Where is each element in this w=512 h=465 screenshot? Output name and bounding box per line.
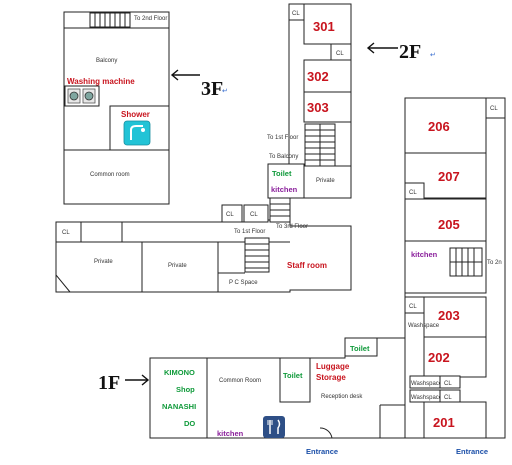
shower-label: Shower xyxy=(121,110,150,119)
washspace-202-label: Washspace xyxy=(411,381,443,387)
to-balcony-label: To Balcony xyxy=(269,154,298,160)
shower-icon xyxy=(123,120,151,146)
cl-label-wing: CL xyxy=(62,230,70,236)
third-floor-label: 3F xyxy=(201,78,223,100)
kitchen-1f-label: kitchen xyxy=(217,429,244,438)
first-floor-block: KIMONO Shop NANASHI DO Common Room Toile… xyxy=(98,337,488,456)
wing-stairs-up xyxy=(269,197,291,223)
washspace-201-label: Washspace xyxy=(411,395,443,401)
toilet-2f-label: Toilet xyxy=(272,169,292,178)
cl-label-302: CL xyxy=(336,51,344,57)
toilet-1f-label: Toilet xyxy=(283,371,303,380)
wing-outline xyxy=(55,219,352,293)
cl-label-206: CL xyxy=(490,106,498,112)
room-302 xyxy=(303,59,352,93)
luggage-line-2: Storage xyxy=(316,373,346,382)
room-206 xyxy=(404,97,487,154)
pc-space-label: P C Space xyxy=(229,280,258,286)
toilet-1f-room-2 xyxy=(344,337,378,357)
cl-label-201: CL xyxy=(444,395,452,401)
entrance-left-label: Entrance xyxy=(306,447,338,456)
room-301 xyxy=(303,3,352,45)
to-2n-label: To 2n xyxy=(487,260,502,266)
room-201 xyxy=(423,401,487,439)
washspace-203-label: Washspace xyxy=(408,323,440,329)
to-3rd-floor-label: To 3rd Floor xyxy=(276,224,308,230)
shop-line-4: DO xyxy=(184,419,195,428)
room-203-number: 203 xyxy=(438,308,460,323)
first-floor-outline xyxy=(149,337,406,439)
cl-label-top: CL xyxy=(292,11,300,17)
room-301-number: 301 xyxy=(313,19,335,34)
to-1st-floor-label: To 1st Floor xyxy=(267,135,298,141)
toilet-kitchen-2f xyxy=(267,163,305,199)
return-mark-icon-2f: ↵ xyxy=(430,52,436,59)
right-stairs xyxy=(449,247,483,277)
luggage-line-1: Luggage xyxy=(316,362,350,371)
washing-machine-icon xyxy=(67,88,96,104)
entrance-door-swing xyxy=(319,427,333,439)
entrance-right-label: Entrance xyxy=(456,447,488,456)
cl-label-202: CL xyxy=(444,381,452,387)
room-303 xyxy=(303,91,352,123)
closet-202 xyxy=(439,375,461,389)
reception-desk-label: Reception desk xyxy=(321,394,363,400)
closet-wing-2 xyxy=(221,204,243,223)
private-wing-label-2: Private xyxy=(168,263,187,269)
room-201-number: 201 xyxy=(433,415,455,430)
shop-line-2: Shop xyxy=(176,385,195,394)
shop-line-3: NANASHI xyxy=(162,402,196,411)
cl-label-wing-2: CL xyxy=(226,212,234,218)
staff-room-label: Staff room xyxy=(287,261,327,270)
cl-label-wing-3: CL xyxy=(250,212,258,218)
room-205-number: 205 xyxy=(438,217,460,232)
right-wing: CL 206 207 CL 205 kitchen To 2n CL 203 W… xyxy=(404,97,506,439)
toilet-1f-label-2: Toilet xyxy=(350,344,370,353)
common-room-3f-label: Common room xyxy=(90,172,130,178)
washing-machine-label: Washing machine xyxy=(67,77,135,86)
room-207-number: 207 xyxy=(438,169,460,184)
room-202 xyxy=(423,336,487,378)
tower-stairs xyxy=(304,123,336,167)
second-floor-wing: CL Private Private CL CL To 1st Floor To… xyxy=(55,197,352,293)
kitchen-utensils-icon xyxy=(263,416,285,438)
private-tower-label: Private xyxy=(316,178,335,184)
room-206-number: 206 xyxy=(428,119,450,134)
wing-stairs-down xyxy=(244,237,270,273)
to-2nd-floor-label: To 2nd Floor xyxy=(134,16,167,22)
second-floor-tower: CL 301 CL 302 303 To 1st Floor To Balcon… xyxy=(267,3,436,199)
private-tower-room xyxy=(303,165,352,199)
third-floor-stairs xyxy=(89,12,131,28)
cl-label-207: CL xyxy=(409,190,417,196)
third-floor-block: To 2nd Floor Balcony Washing machine Sho… xyxy=(63,11,228,205)
shop-line-1: KIMONO xyxy=(164,368,195,377)
kitchen-2f-label: kitchen xyxy=(271,185,298,194)
kitchen-right-label: kitchen xyxy=(411,250,438,259)
closet-wing-3 xyxy=(243,204,269,223)
room-303-number: 303 xyxy=(307,100,329,115)
return-mark-icon: ↵ xyxy=(222,88,228,95)
first-floor-label: 1F xyxy=(98,372,120,394)
cl-label-203: CL xyxy=(409,304,417,310)
second-floor-label: 2F xyxy=(399,41,421,63)
balcony-label: Balcony xyxy=(96,58,117,64)
room-302-number: 302 xyxy=(307,69,329,84)
private-wing-label-1: Private xyxy=(94,259,113,265)
toilet-1f-room xyxy=(279,357,311,403)
room-202-number: 202 xyxy=(428,350,450,365)
to-1st-floor-wing-label: To 1st Floor xyxy=(234,229,265,235)
common-room-1f-label: Common Room xyxy=(219,378,261,384)
